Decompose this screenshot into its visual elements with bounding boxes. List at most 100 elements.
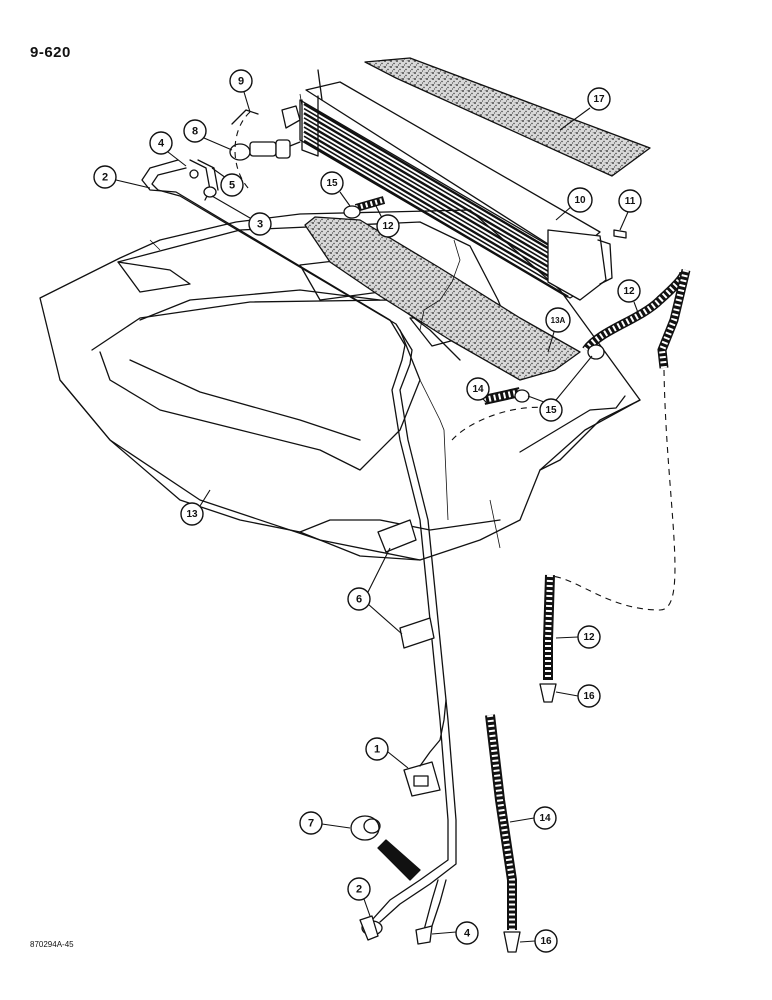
callout-number: 7 [308, 818, 314, 830]
callout-circle [183, 119, 207, 143]
callout-c11: 11 [618, 189, 642, 213]
callout-c12a: 12 [376, 214, 400, 238]
drain-hoses [354, 196, 691, 930]
leader-c12c [555, 636, 579, 639]
leader-c7 [321, 823, 351, 829]
leader-c17 [559, 107, 591, 131]
callout-c16a: 16 [577, 684, 601, 708]
callout-circle [534, 929, 558, 953]
callout-number: 16 [540, 936, 552, 947]
callout-number: 12 [583, 632, 595, 643]
leader-c16b [519, 940, 536, 943]
callout-circle [347, 877, 371, 901]
callout-c9: 9 [229, 69, 253, 93]
callout-c14a: 14 [466, 377, 490, 401]
mounting-brackets [377, 519, 435, 649]
leader-c14b [509, 817, 535, 823]
callout-circle [466, 377, 490, 401]
leader-c4a [167, 151, 187, 167]
expansion-valve [229, 93, 303, 191]
leader-c5 [211, 167, 227, 179]
grommet [350, 815, 421, 881]
callout-c4b: 4 [455, 921, 479, 945]
callout-circle [248, 212, 272, 236]
callout-number: 6 [356, 594, 362, 606]
evaporator-fin-line [303, 139, 569, 298]
evaporator-fin-line [303, 130, 569, 289]
leader-c15b-secondary [555, 355, 593, 401]
callout-c12b: 12 [617, 279, 641, 303]
leader-c12a [375, 205, 383, 219]
callout-c3: 3 [248, 212, 272, 236]
callout-number: 12 [623, 286, 635, 297]
leader-lines [115, 91, 641, 943]
callout-c17: 17 [587, 87, 611, 111]
callout-c13a: 13A [545, 307, 571, 333]
leader-c2b [363, 898, 371, 917]
callout-c7: 7 [299, 811, 323, 835]
callout-circle [299, 811, 323, 835]
callout-circle [618, 189, 642, 213]
callout-number: 2 [102, 172, 108, 184]
callout-circle [577, 684, 601, 708]
callout-c10: 10 [567, 187, 593, 213]
callout-circle [376, 214, 400, 238]
callout-circle [533, 806, 557, 830]
callout-number: 14 [539, 813, 551, 824]
clamps-and-fittings [189, 169, 627, 953]
figure-code: 870294A-45 [30, 940, 74, 949]
callout-number: 1 [374, 744, 380, 756]
callout-number: 13A [551, 316, 566, 325]
callout-circle [455, 921, 479, 945]
foam-seal-13a [304, 216, 581, 381]
callout-c2b: 2 [347, 877, 371, 901]
callout-c4a: 4 [149, 131, 173, 155]
callout-c1: 1 [365, 737, 389, 761]
callout-circle [149, 131, 173, 155]
evaporator-fin-line [303, 112, 569, 271]
callout-circle [617, 279, 641, 303]
leader-c16a [555, 691, 579, 697]
callout-c6: 6 [347, 587, 371, 611]
callout-circle [180, 502, 204, 526]
leader-c13a [547, 331, 555, 353]
leader-c4b [431, 931, 457, 935]
callout-number: 5 [229, 180, 235, 192]
callout-number: 15 [326, 178, 338, 189]
evaporator-fin-line [303, 135, 569, 293]
callout-c2a: 2 [93, 165, 117, 189]
leader-c2a [115, 179, 151, 189]
callout-c8: 8 [183, 119, 207, 143]
leader-c10 [555, 205, 573, 221]
thermostat-switch [403, 699, 447, 797]
evaporator-fin-line [303, 121, 569, 280]
refrigerant-tubes [141, 159, 457, 945]
callout-c15b: 15 [539, 398, 563, 422]
callout-number: 8 [192, 126, 198, 138]
callout-number: 12 [382, 221, 394, 232]
evaporator-fin-line [303, 126, 569, 284]
callout-number: 17 [593, 94, 605, 105]
callout-number: 13 [186, 509, 198, 520]
callout-number: 15 [545, 405, 557, 416]
callout-circle [539, 398, 563, 422]
callout-circle [545, 307, 571, 333]
leader-c8 [203, 137, 233, 151]
callout-number: 14 [472, 384, 484, 395]
callout-number: 4 [464, 928, 471, 940]
leader-c3 [211, 195, 251, 219]
callout-circle [220, 173, 244, 197]
callout-circle [229, 69, 253, 93]
callout-circle [567, 187, 593, 213]
leader-c15a [339, 191, 351, 207]
leader-c1 [387, 751, 409, 769]
callout-number: 4 [158, 138, 165, 150]
leader-c6-secondary [367, 603, 403, 635]
capillary-line [419, 239, 461, 331]
callout-number: 16 [583, 691, 595, 702]
evaporator-core [299, 69, 613, 301]
callout-c14b: 14 [533, 806, 557, 830]
